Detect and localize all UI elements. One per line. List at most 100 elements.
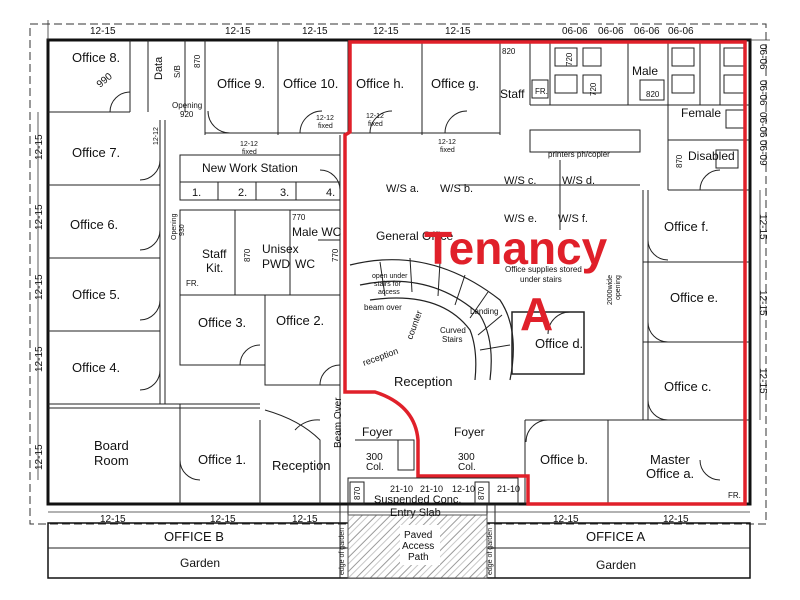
beam-over-label: Beam Over (333, 397, 344, 448)
d820-2: 820 (646, 90, 660, 99)
d870-top: 870 (193, 54, 202, 68)
dim-top-8: 06-06 (634, 26, 660, 37)
fr-top: FR. (535, 87, 548, 96)
curved-stairs (349, 257, 585, 381)
open-under-2: stairs for (374, 281, 402, 288)
room-male-wc: Male WC (292, 225, 342, 239)
room-office-e: Office e. (670, 290, 718, 305)
landing-label: Landing (470, 307, 498, 316)
d720-2: 720 (589, 82, 598, 96)
fixed-d2: fixed (440, 147, 455, 154)
dim-right-3: 06-06 (757, 112, 768, 138)
edge-garden-right: edge of garden (487, 528, 494, 575)
room-pwd: PWD (262, 257, 290, 271)
dim-entry-3: 12-10 (452, 484, 475, 494)
room-office-6: Office 6. (70, 217, 118, 232)
opening-2000-2: opening (615, 275, 622, 300)
left-wing-walls (48, 40, 261, 504)
dim-bottom-5: 12-15 (663, 514, 689, 525)
dim-entry-1: 21-10 (390, 484, 413, 494)
fixed-b2: fixed (318, 123, 333, 130)
col-right-1: 300 (458, 452, 475, 463)
d870-right: 870 (675, 154, 684, 168)
fixed-b1: 12-12 (316, 115, 334, 122)
dim-bottom-2: 12-15 (210, 514, 236, 525)
room-female: Female (681, 106, 721, 120)
dim-entry-2: 21-10 (420, 484, 443, 494)
dim-top-1: 12-15 (90, 26, 116, 37)
new-work-station: New Work Station (202, 161, 298, 175)
fr-master: FR. (728, 491, 741, 500)
top-wing-walls (147, 40, 750, 191)
d870-entry-a: 870 (353, 486, 362, 500)
dim-entry-4: 21-10 (497, 484, 520, 494)
room-office-5: Office 5. (72, 287, 120, 302)
dim-990: 990 (95, 71, 115, 90)
opening-2000-1: 2000wide (607, 275, 614, 305)
room-male: Male (632, 64, 658, 78)
fixed-d1: 12-12 (438, 139, 456, 146)
dim-top-9: 06-06 (668, 26, 694, 37)
fixed-c2: fixed (368, 121, 383, 128)
room-office-2: Office 2. (276, 313, 324, 328)
tenancy-a-boundary (343, 40, 747, 506)
board-room-1: Board (94, 438, 129, 453)
dim-right-7: 12-15 (757, 368, 768, 394)
ws-d: W/S d. (562, 175, 595, 187)
d770-b: 770 (331, 248, 340, 262)
room-office-7: Office 7. (72, 145, 120, 160)
room-office-d: Office d. (535, 336, 583, 351)
bottom-office-a: OFFICE A (586, 529, 646, 544)
room-disabled: Disabled (688, 149, 735, 163)
outer-wall (46, 38, 752, 506)
opening-920-a: Opening (172, 101, 202, 110)
d870-entry-b: 870 (477, 486, 486, 500)
ws-b: W/S b. (440, 183, 473, 195)
room-office-10: Office 10. (283, 76, 338, 91)
dim-left-5: 12-15 (34, 444, 45, 470)
dim-left-4: 12-15 (34, 346, 45, 372)
board-room-2: Room (94, 453, 129, 468)
counter-label: counter (404, 309, 424, 341)
dim-right-5: 12-15 (757, 214, 768, 240)
dim-top-6: 06-06 (562, 26, 588, 37)
bottom-garden-left: Garden (180, 556, 220, 570)
dim-right-6: 12-15 (757, 290, 768, 316)
dim-bottom-4: 12-15 (553, 514, 579, 525)
dim-left-3: 12-15 (34, 274, 45, 300)
fixed-1a: 12-12 (153, 127, 160, 145)
room-data: Data (153, 56, 165, 80)
dim-top-3: 12-15 (302, 26, 328, 37)
staff-kit-1: Staff (202, 247, 227, 261)
paved-2: Access (402, 541, 434, 552)
dim-right-4: 06-09 (757, 140, 768, 166)
station-3: 3. (280, 187, 289, 199)
tenancy-letter: A (520, 288, 553, 340)
dim-left-1: 12-15 (34, 134, 45, 160)
master-office-1: Master (650, 452, 690, 467)
bottom-garden-right: Garden (596, 558, 636, 572)
room-office-b: Office b. (540, 452, 588, 467)
room-office-f: Office f. (664, 219, 709, 234)
opening-920-b: 920 (180, 110, 194, 119)
opening-930-a: Opening (171, 213, 178, 240)
dim-top-7: 06-06 (598, 26, 624, 37)
room-general-office: General Office (376, 229, 453, 243)
paved-3: Path (408, 552, 429, 563)
fixed-c1: 12-12 (366, 113, 384, 120)
d820-top: 820 (502, 47, 516, 56)
room-reception-left: Reception (272, 458, 331, 473)
col-left-1: 300 (366, 452, 383, 463)
beam-over-short: beam over (364, 303, 402, 312)
station-1: 1. (192, 187, 201, 199)
entry-slab (347, 477, 519, 506)
room-office-4: Office 4. (72, 360, 120, 375)
dim-right-2: 06-06 (757, 80, 768, 106)
room-foyer-right: Foyer (454, 425, 485, 439)
supplies-note-1: Office supplies stored (505, 265, 582, 274)
open-under-1: open under (372, 273, 408, 280)
ws-f: W/S f. (558, 213, 588, 225)
supplies-note-2: under stairs (520, 275, 562, 284)
room-unisex: Unisex (262, 242, 299, 256)
